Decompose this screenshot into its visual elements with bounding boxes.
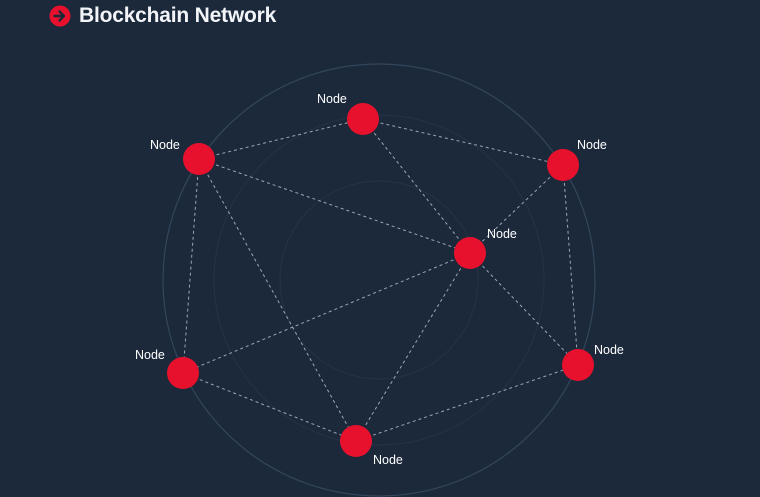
node-label: Node bbox=[317, 92, 347, 106]
node-n4[interactable] bbox=[454, 237, 486, 269]
edge-n1-n3 bbox=[362, 118, 564, 166]
node-label: Node bbox=[150, 138, 180, 152]
node-n5[interactable] bbox=[167, 357, 199, 389]
edge-n1-n4 bbox=[362, 118, 471, 254]
node-label: Node bbox=[135, 348, 165, 362]
node-label: Node bbox=[487, 227, 517, 241]
edge-n4-n6 bbox=[469, 252, 579, 366]
edge-n5-n7 bbox=[182, 372, 357, 442]
edge-n7-n6 bbox=[355, 364, 579, 442]
edge-n4-n5 bbox=[182, 252, 471, 374]
edges bbox=[182, 118, 579, 442]
node-label: Node bbox=[373, 453, 403, 467]
node-n3[interactable] bbox=[547, 149, 579, 181]
node-n7[interactable] bbox=[340, 425, 372, 457]
inner-ring bbox=[279, 180, 479, 380]
outer-ring bbox=[162, 63, 596, 497]
node-n1[interactable] bbox=[347, 103, 379, 135]
edge-n2-n4 bbox=[198, 158, 471, 254]
edge-n2-n5 bbox=[182, 158, 200, 374]
node-n6[interactable] bbox=[562, 349, 594, 381]
node-label: Node bbox=[577, 138, 607, 152]
node-n2[interactable] bbox=[183, 143, 215, 175]
edge-n4-n7 bbox=[355, 252, 471, 442]
edge-n2-n7 bbox=[198, 158, 357, 442]
background-rings bbox=[162, 63, 596, 497]
edge-n3-n6 bbox=[562, 164, 579, 366]
node-label: Node bbox=[594, 343, 624, 357]
middle-ring bbox=[213, 114, 545, 446]
edge-n2-n1 bbox=[198, 118, 364, 160]
page-title: Blockchain Network bbox=[79, 4, 277, 27]
arrow-right-circle-icon bbox=[49, 5, 71, 27]
header: Blockchain Network bbox=[49, 4, 276, 28]
